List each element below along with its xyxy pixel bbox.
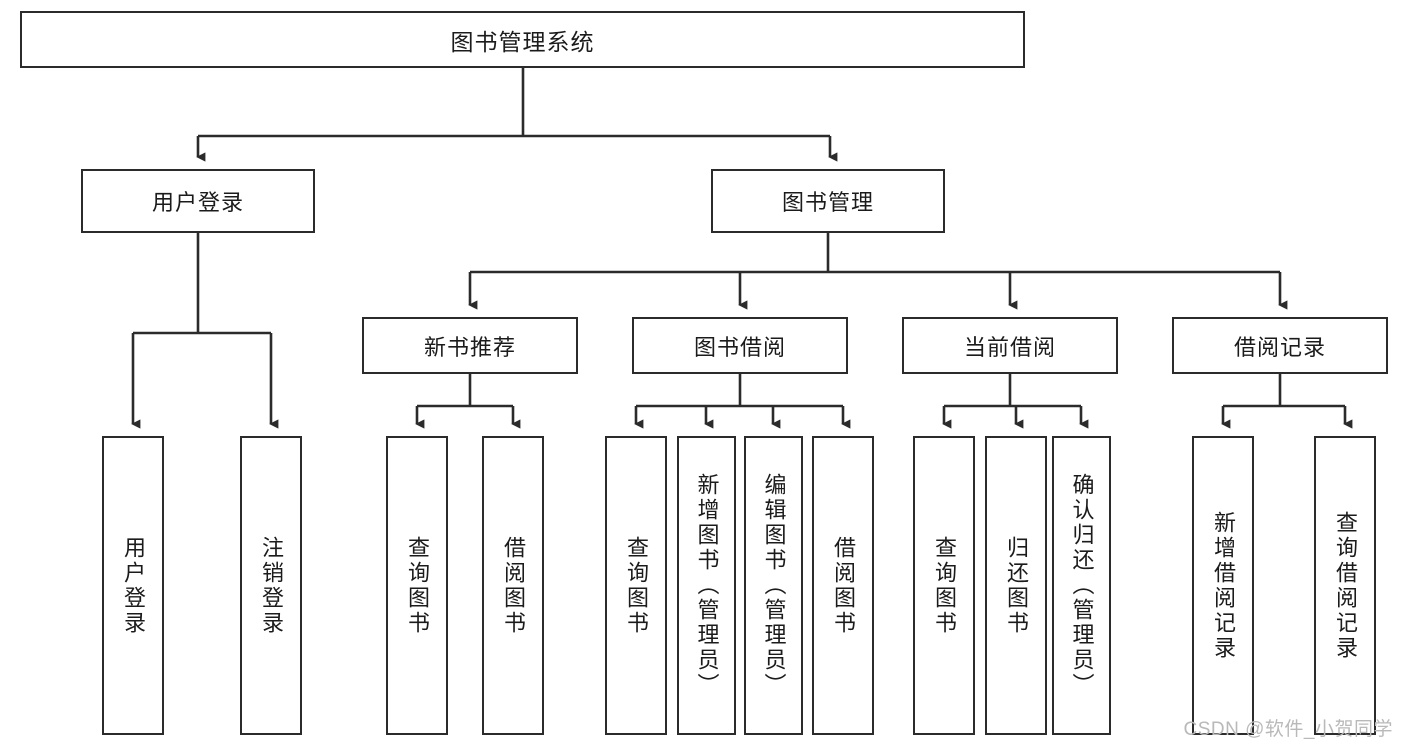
node-user-login[interactable]: 用户登录	[81, 169, 315, 233]
node-user-login-label: 用户登录	[151, 190, 244, 215]
node-user-login-do[interactable]: 用户登录	[102, 436, 164, 735]
node-borrow-book-2-label: 借阅图书	[831, 535, 856, 636]
watermark-text: CSDN @软件_小贺同学	[1183, 719, 1393, 740]
node-root[interactable]: 图书管理系统	[20, 11, 1025, 68]
node-add-borrow-record[interactable]: 新增借阅记录	[1192, 436, 1254, 735]
node-current-borrow[interactable]: 当前借阅	[902, 317, 1118, 374]
node-query-book-1[interactable]: 查询图书	[386, 436, 448, 735]
node-return-book[interactable]: 归还图书	[985, 436, 1047, 735]
node-book-manage[interactable]: 图书管理	[711, 169, 945, 233]
node-user-login-do-label: 用户登录	[121, 535, 146, 636]
node-return-book-label: 归还图书	[1004, 535, 1029, 636]
node-add-book[interactable]: 新增图书（管理员）	[677, 436, 736, 735]
node-add-borrow-record-label: 新增借阅记录	[1211, 510, 1236, 661]
node-confirm-return[interactable]: 确认归还（管理员）	[1052, 436, 1111, 735]
node-book-borrow-label: 图书借阅	[693, 334, 786, 360]
node-borrow-book-1-label: 借阅图书	[501, 535, 526, 636]
node-new-book-recommend[interactable]: 新书推荐	[362, 317, 578, 374]
node-borrow-book-2[interactable]: 借阅图书	[812, 436, 874, 735]
node-borrow-book-1[interactable]: 借阅图书	[482, 436, 544, 735]
node-confirm-return-label: 确认归还（管理员）	[1069, 473, 1095, 698]
node-borrow-record-label: 借阅记录	[1233, 334, 1326, 360]
node-root-label: 图书管理系统	[450, 28, 595, 55]
node-query-book-1-label: 查询图书	[405, 535, 430, 636]
node-user-logout[interactable]: 注销登录	[240, 436, 302, 735]
node-book-manage-label: 图书管理	[781, 190, 874, 215]
node-edit-book[interactable]: 编辑图书（管理员）	[744, 436, 803, 735]
node-user-logout-label: 注销登录	[259, 535, 284, 636]
node-borrow-record[interactable]: 借阅记录	[1172, 317, 1388, 374]
node-new-book-recommend-label: 新书推荐	[423, 334, 516, 360]
node-query-book-3-label: 查询图书	[932, 535, 957, 636]
node-add-book-label: 新增图书（管理员）	[694, 473, 720, 698]
node-edit-book-label: 编辑图书（管理员）	[761, 473, 787, 698]
node-book-borrow[interactable]: 图书借阅	[632, 317, 848, 374]
node-current-borrow-label: 当前借阅	[963, 334, 1056, 360]
node-query-book-2[interactable]: 查询图书	[605, 436, 667, 735]
node-query-borrow-record[interactable]: 查询借阅记录	[1314, 436, 1376, 735]
node-query-book-3[interactable]: 查询图书	[913, 436, 975, 735]
node-query-borrow-record-label: 查询借阅记录	[1333, 510, 1358, 661]
node-query-book-2-label: 查询图书	[624, 535, 649, 636]
